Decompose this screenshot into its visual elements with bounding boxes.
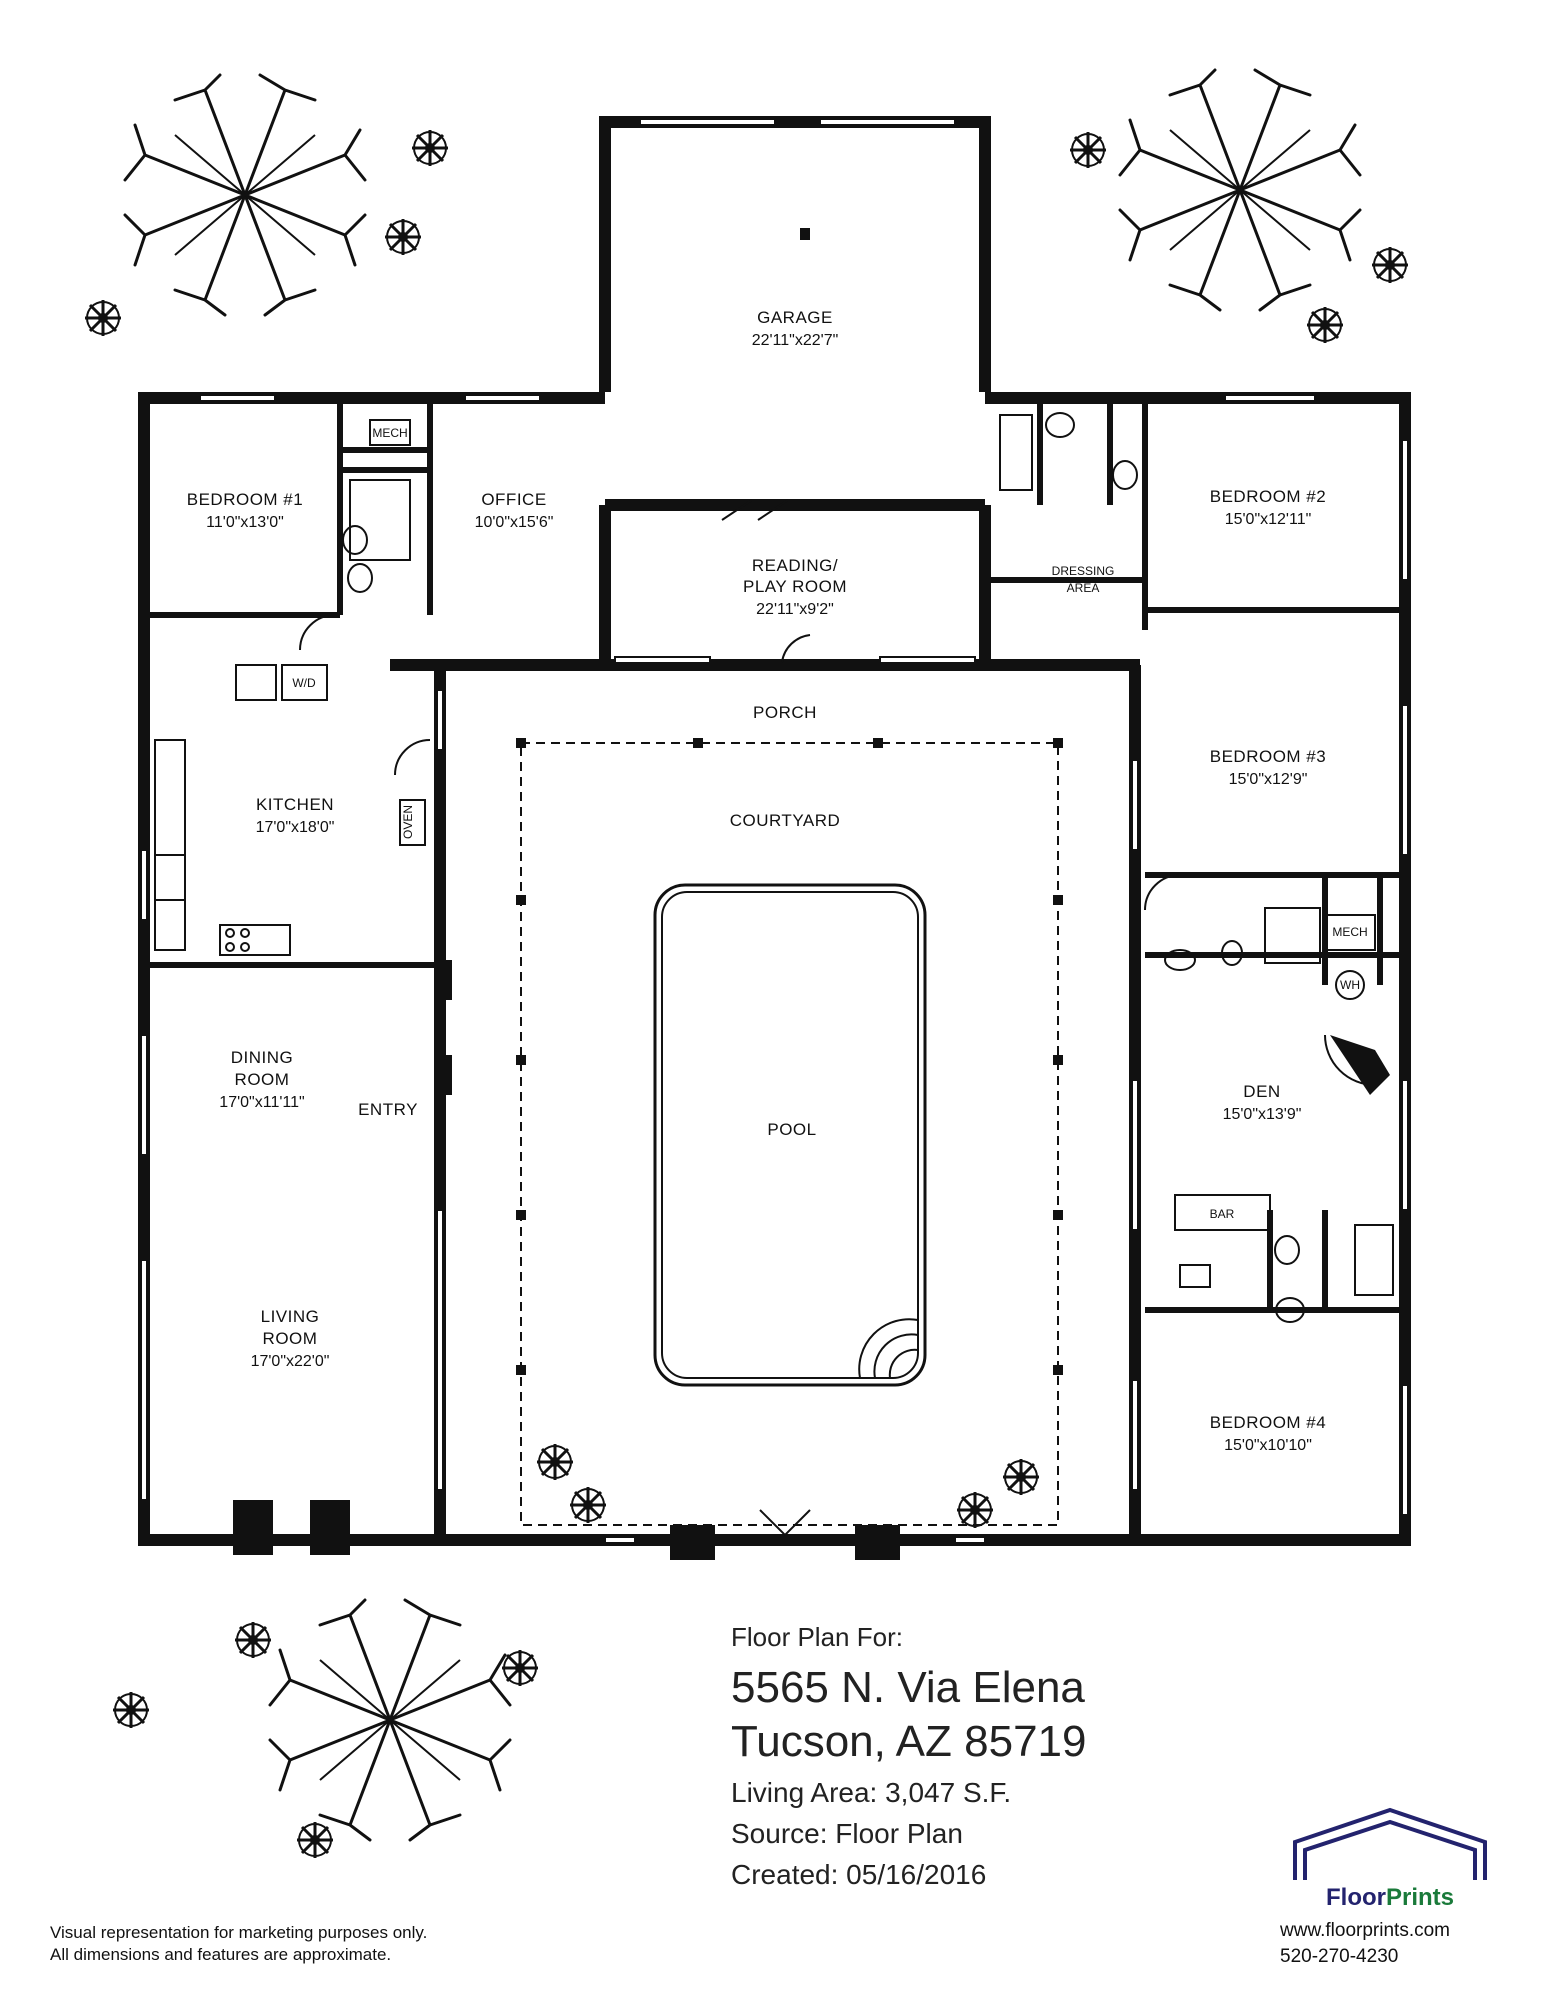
bedroom2-dim: 15'0"x12'11"	[1225, 511, 1312, 528]
bedroom1-label: BEDROOM #1	[187, 490, 303, 509]
brand-name: FloorPrints	[1270, 1884, 1510, 1912]
bedroom2-label: BEDROOM #2	[1210, 487, 1326, 506]
fixture-labels: MECH MECH W/D OVEN WH BAR	[292, 426, 1367, 1221]
address-line-1: 5565 N. Via Elena	[731, 1663, 1085, 1712]
living-label-2: ROOM	[263, 1329, 318, 1348]
office-dim: 10'0"x15'6"	[475, 514, 554, 531]
garage-label: GARAGE	[757, 308, 833, 327]
disclaimer: Visual representation for marketing purp…	[50, 1922, 427, 1966]
pool-steps	[858, 1318, 919, 1379]
tree-icon	[1118, 68, 1362, 312]
shrub-icon	[295, 1820, 335, 1860]
dining-dim: 17'0"x11'11"	[219, 1094, 304, 1111]
living-label-1: LIVING	[261, 1307, 320, 1326]
columns	[233, 228, 1063, 1560]
brand-logo: FloorPrints	[1270, 1810, 1510, 1912]
bedroom4-dim: 15'0"x10'10"	[1224, 1437, 1312, 1454]
oven-label: OVEN	[401, 805, 415, 839]
pool-inner	[661, 891, 919, 1379]
reading-dim: 22'11"x9'2"	[756, 601, 834, 618]
windows	[140, 118, 1409, 1544]
info-heading: Floor Plan For:	[731, 1622, 903, 1652]
garage-dim: 22'11"x22'7"	[752, 332, 839, 349]
mech-label-2: MECH	[1332, 925, 1367, 939]
shrub-icon	[955, 1490, 995, 1530]
bedroom4-label: BEDROOM #4	[1210, 1413, 1326, 1432]
wd-label: W/D	[292, 676, 316, 690]
pool-shape	[653, 883, 927, 1387]
tree-icon	[268, 1598, 512, 1842]
shrub-icon	[1068, 130, 1108, 170]
brand-name-part2: Prints	[1385, 1884, 1454, 1911]
porch-label: PORCH	[753, 703, 817, 722]
dining-label-2: ROOM	[235, 1070, 290, 1089]
pool-label: POOL	[767, 1120, 816, 1139]
dressing-label-1: DRESSING	[1052, 564, 1115, 578]
kitchen-label: KITCHEN	[256, 795, 334, 814]
office-label: OFFICE	[481, 490, 546, 509]
bar-label: BAR	[1210, 1207, 1235, 1221]
bedroom1-dim: 11'0"x13'0"	[206, 514, 284, 531]
shrub-icon	[410, 128, 450, 168]
living-dim: 17'0"x22'0"	[251, 1353, 330, 1370]
reading-label-1: READING/	[752, 556, 838, 575]
contact-info: www.floorprints.com 520-270-4230	[1280, 1918, 1450, 1970]
den-label: DEN	[1243, 1082, 1280, 1101]
shrub-icon	[233, 1620, 273, 1660]
disclaimer-line-2: All dimensions and features are approxim…	[50, 1945, 392, 1964]
fireplace	[1330, 1035, 1390, 1095]
wh-label: WH	[1340, 978, 1360, 992]
bedroom3-label: BEDROOM #3	[1210, 747, 1326, 766]
kitchen-dim: 17'0"x18'0"	[256, 819, 335, 836]
phone-number: 520-270-4230	[1280, 1946, 1399, 1967]
source: Source: Floor Plan	[731, 1818, 963, 1849]
den-dim: 15'0"x13'9"	[1223, 1106, 1302, 1123]
created-date: Created: 05/16/2016	[731, 1859, 987, 1890]
website-link[interactable]: www.floorprints.com	[1280, 1920, 1450, 1941]
bedroom3-dim: 15'0"x12'9"	[1229, 771, 1308, 788]
fixtures	[154, 412, 1394, 1323]
property-info: Floor Plan For: 5565 N. Via Elena Tucson…	[731, 1622, 1086, 1892]
living-area: Living Area: 3,047 S.F.	[731, 1777, 1012, 1808]
shrub-icon	[83, 298, 123, 338]
shrub-icon	[1001, 1457, 1041, 1497]
room-labels: GARAGE 22'11"x22'7" BEDROOM #1 11'0"x13'…	[187, 308, 1326, 1454]
tree-icon	[123, 73, 367, 317]
doors	[299, 499, 1376, 1537]
shrub-icon	[383, 217, 423, 257]
courtyard-label: COURTYARD	[730, 811, 841, 830]
address-line-2: Tucson, AZ 85719	[731, 1717, 1087, 1766]
dining-label-1: DINING	[231, 1048, 294, 1067]
shrub-icon	[1305, 305, 1345, 345]
shrub-icon	[568, 1485, 608, 1525]
dressing-label-2: AREA	[1067, 581, 1100, 595]
disclaimer-line-1: Visual representation for marketing purp…	[50, 1923, 428, 1942]
shrub-icon	[535, 1442, 575, 1482]
shrub-icon	[500, 1648, 540, 1688]
brand-name-part1: Floor	[1325, 1884, 1386, 1911]
reading-label-2: PLAY ROOM	[743, 577, 847, 596]
shrub-icon	[111, 1690, 151, 1730]
entry-label: ENTRY	[358, 1100, 418, 1119]
mech-label-1: MECH	[372, 426, 407, 440]
shrub-icon	[1370, 245, 1410, 285]
interior-walls	[144, 398, 1405, 1313]
house-logo-icon	[1293, 1807, 1487, 1880]
